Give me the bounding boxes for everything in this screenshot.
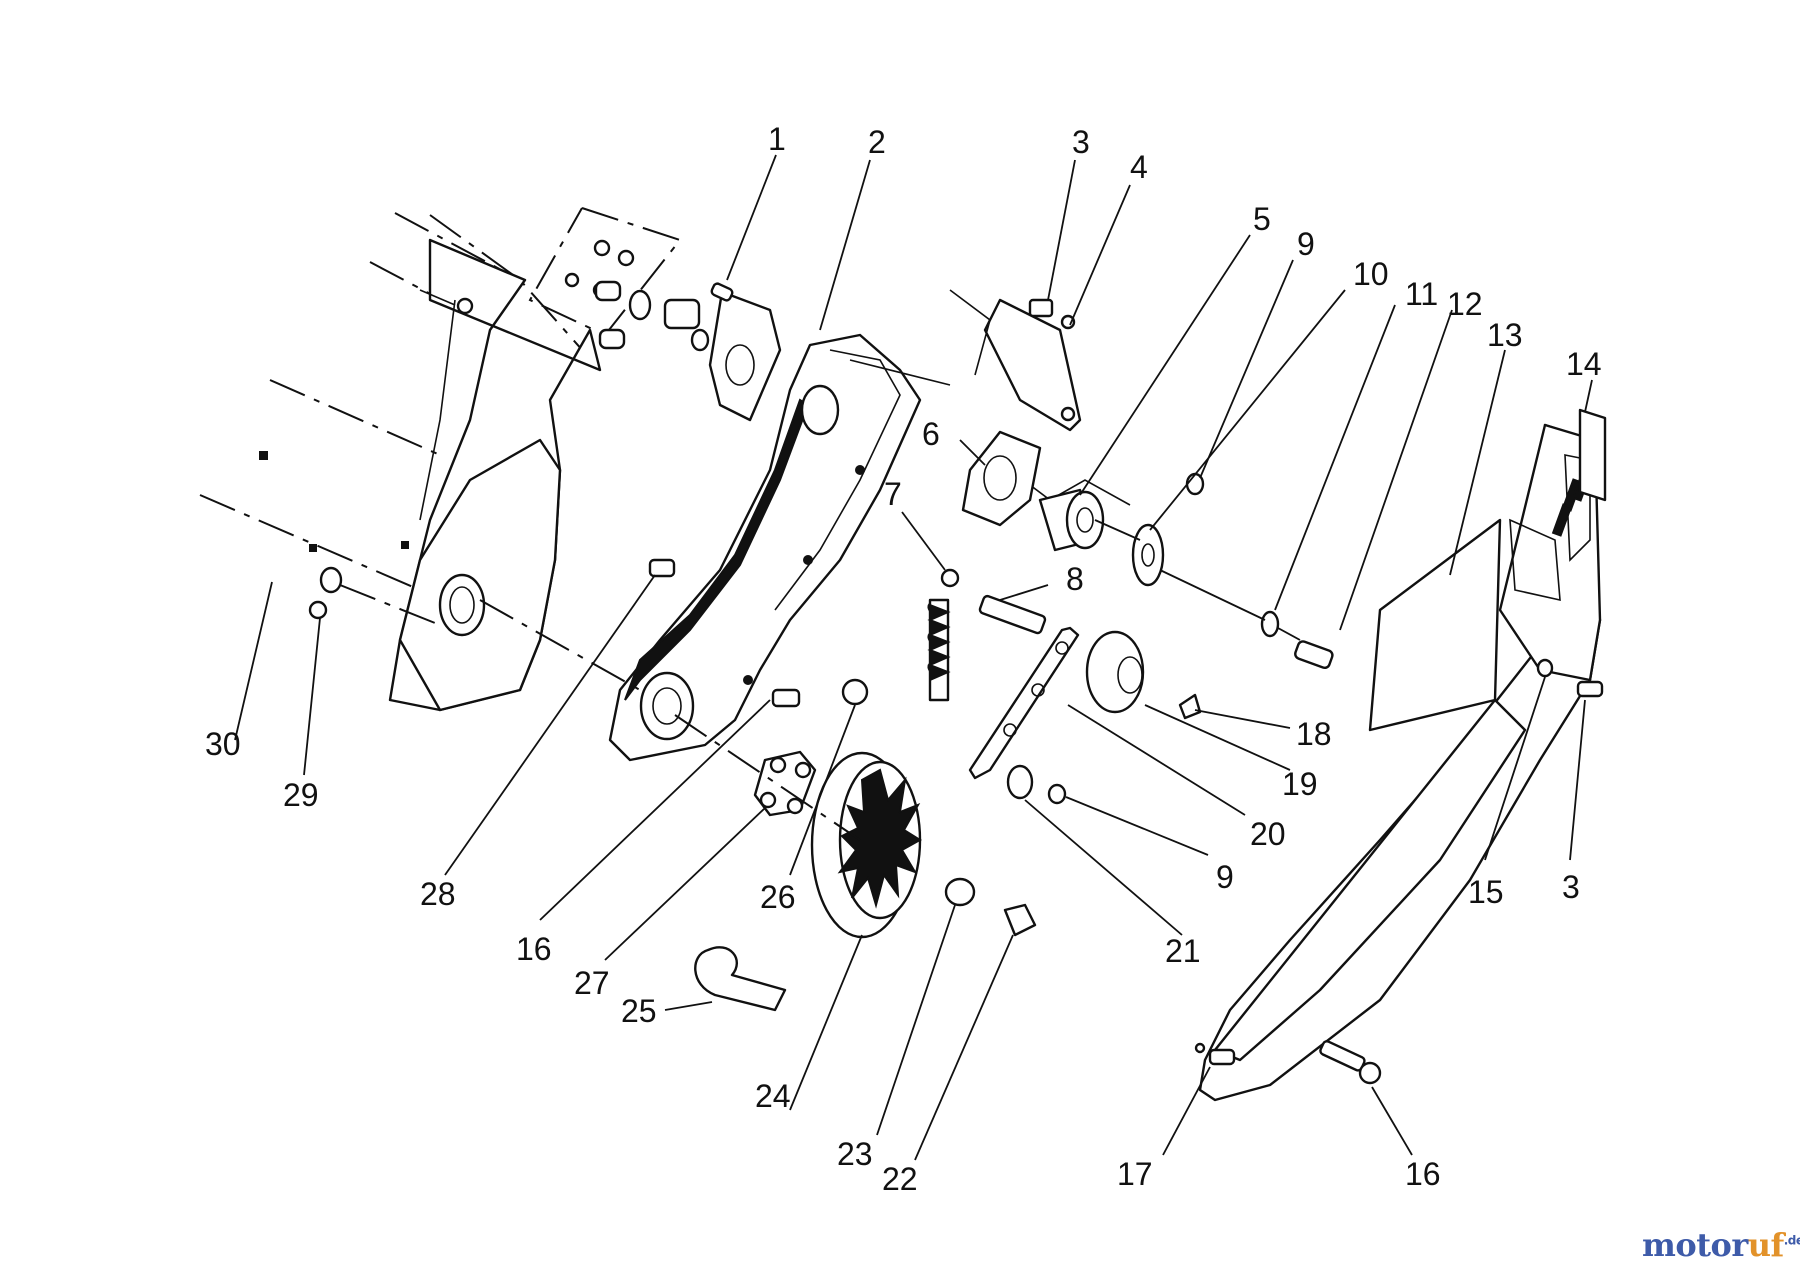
callout-13: 13 [1487,317,1523,353]
callout-9-top: 9 [1297,226,1315,262]
callout-2: 2 [868,124,886,160]
drive-pulley-assembly [308,558,1037,1012]
tension-assembly [927,568,1202,805]
idler-bracket [949,289,1131,506]
bearing-assembly [961,430,1334,670]
shaft-seal-kit [528,207,782,422]
watermark-part1: motor [1642,1226,1748,1264]
callout-4: 4 [1130,149,1148,185]
callout-5: 5 [1253,201,1271,237]
callout-29: 29 [283,777,319,813]
callout-3: 3 [1072,124,1090,160]
callout-7: 7 [884,476,902,512]
callout-1: 1 [768,121,786,157]
callout-8: 8 [1066,561,1084,597]
callout-12: 12 [1447,286,1483,322]
callout-22: 22 [882,1161,918,1197]
callout-11: 11 [1405,276,1438,312]
callout-30: 30 [205,726,241,762]
callout-16-right: 16 [1405,1156,1441,1192]
tine-housing [199,212,602,712]
callout-26: 26 [760,879,796,915]
callout-3-right: 3 [1562,869,1580,905]
watermark-logo: motoruf.de [1642,1226,1800,1264]
callout-17: 17 [1117,1156,1153,1192]
callout-10: 10 [1353,256,1389,292]
callout-6: 6 [922,416,940,452]
callout-labels: 1 2 3 4 5 9 10 11 12 13 14 6 7 8 18 19 2… [205,121,1602,1197]
callout-18: 18 [1296,716,1332,752]
watermark-part2: uf [1747,1226,1785,1264]
callout-27: 27 [574,965,610,1001]
callout-15: 15 [1468,874,1504,910]
callout-9-bottom: 9 [1216,859,1234,895]
leader-lines [234,154,1593,1161]
callout-25: 25 [621,993,657,1029]
callout-14: 14 [1566,346,1602,382]
callout-23: 23 [837,1136,873,1172]
callout-21: 21 [1165,933,1201,969]
callout-20: 20 [1250,816,1286,852]
callout-19: 19 [1282,766,1318,802]
chain-cover [1194,408,1607,1102]
callout-24: 24 [755,1078,791,1114]
chain-case [608,333,951,762]
callout-16-left: 16 [516,931,552,967]
callout-28: 28 [420,876,456,912]
watermark-suffix: .de [1783,1233,1800,1248]
